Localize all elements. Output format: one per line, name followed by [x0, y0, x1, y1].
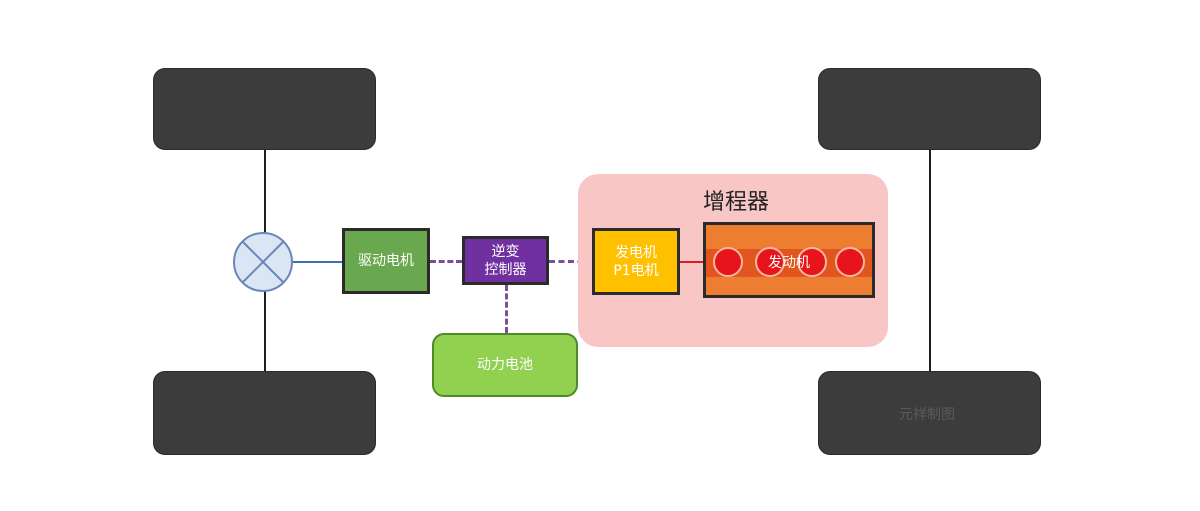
watermark: 元祥制图	[899, 407, 955, 423]
range-extender-title: 增程器	[702, 190, 769, 215]
battery-box: 动力电池	[432, 333, 578, 397]
cylinder-icon	[835, 247, 865, 277]
cylinder-icon	[755, 247, 785, 277]
wheel-rear-right: 元祥制图	[818, 371, 1041, 455]
wheel-rear-left	[818, 68, 1041, 150]
engine-label: 发动机	[768, 255, 810, 271]
generator-box: 发电机 P1电机	[592, 228, 680, 295]
drive-motor-label: 驱动电机	[358, 253, 414, 269]
wheel-front-left	[153, 68, 376, 150]
differential-icon	[233, 232, 293, 292]
generator-label-line1: 发电机	[615, 244, 657, 261]
cylinder-icon	[713, 247, 743, 277]
inverter-label-line1: 逆变	[491, 243, 520, 260]
shaft-diff-to-motor	[293, 261, 343, 263]
cable-inverter-to-battery	[505, 285, 508, 333]
battery-label: 动力电池	[477, 357, 533, 373]
drive-motor-box: 驱动电机	[342, 228, 430, 294]
wheel-front-right	[153, 371, 376, 455]
inverter-box: 逆变 控制器	[462, 236, 549, 285]
cylinder-icon	[797, 247, 827, 277]
generator-label-line2: P1电机	[613, 262, 659, 279]
engine-box: 发动机	[703, 222, 875, 298]
cable-inverter-to-generator	[549, 260, 593, 263]
rear-axle	[929, 150, 931, 371]
cable-motor-to-inverter	[430, 260, 462, 263]
inverter-label-line2: 控制器	[484, 261, 527, 278]
shaft-generator-to-engine	[680, 261, 704, 263]
